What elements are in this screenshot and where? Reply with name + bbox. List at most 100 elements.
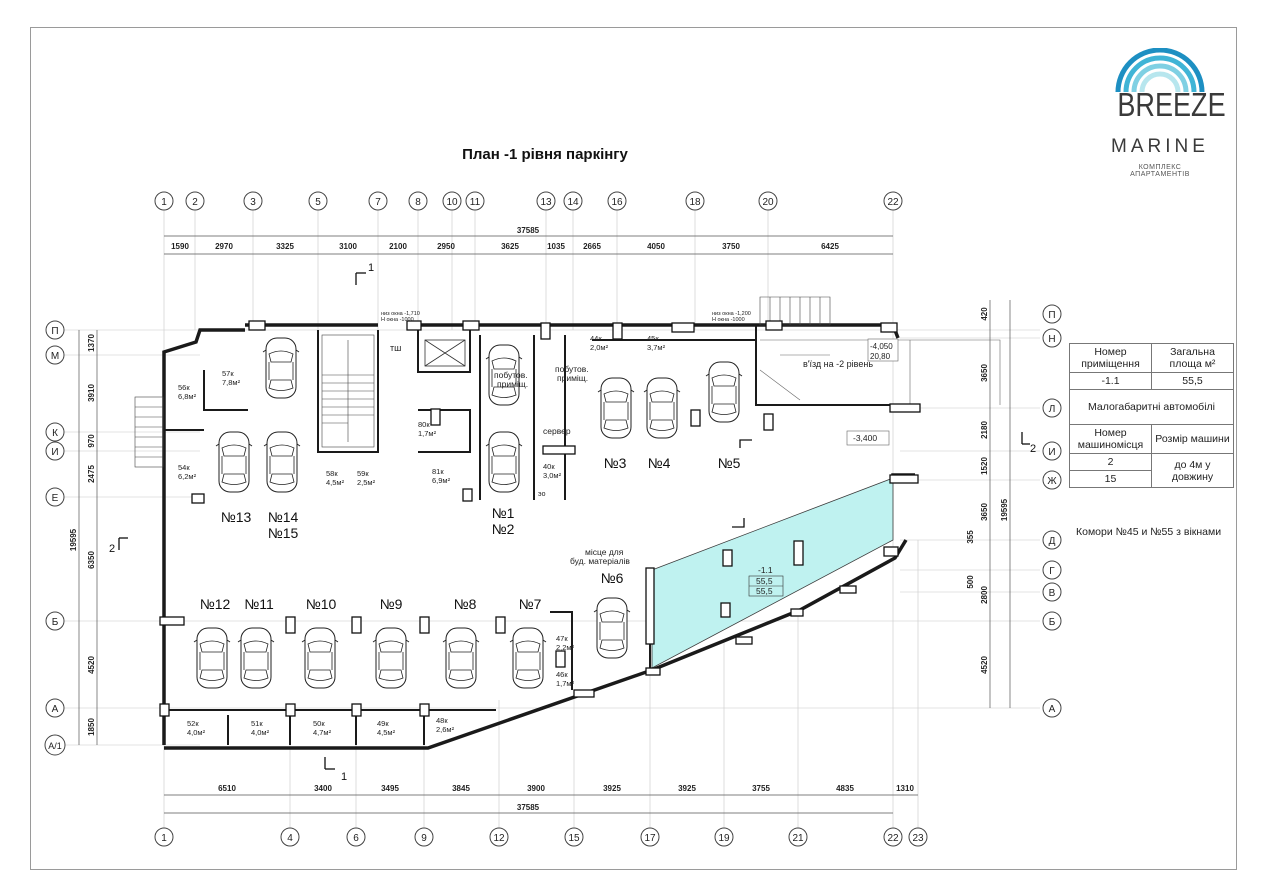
dim-bottom: 3495 <box>381 784 399 793</box>
svg-text:16: 16 <box>611 197 623 208</box>
place-label: №6 <box>601 570 624 586</box>
svg-text:4,5м²: 4,5м² <box>377 728 396 737</box>
svg-text:59к: 59к <box>357 469 369 478</box>
place-label: №2 <box>492 521 515 537</box>
svg-text:Б: Б <box>52 617 59 628</box>
svg-text:21: 21 <box>792 833 804 844</box>
svg-text:6,2м²: 6,2м² <box>178 472 197 481</box>
dim-top: 2100 <box>389 242 407 251</box>
svg-text:И: И <box>51 447 58 458</box>
car-icon <box>263 431 301 493</box>
svg-text:Н окна -1000: Н окна -1000 <box>712 317 745 323</box>
stairs <box>134 296 831 468</box>
car-icon <box>597 377 635 439</box>
svg-text:7,8м²: 7,8м² <box>222 378 241 387</box>
svg-text:4: 4 <box>287 833 293 844</box>
dim-top: 2950 <box>437 242 455 251</box>
car-icon <box>237 627 275 689</box>
dim-left: 1850 <box>87 718 96 736</box>
place-label: №4 <box>648 455 671 471</box>
car-icon <box>193 627 231 689</box>
dim-bottom: 1310 <box>896 784 914 793</box>
car-icon <box>372 627 410 689</box>
svg-text:12: 12 <box>493 833 505 844</box>
svg-text:80к: 80к <box>418 420 430 429</box>
table-cell: 55,5 <box>1151 372 1234 390</box>
svg-text:2,5м²: 2,5м² <box>357 478 376 487</box>
dim-bottom: 3845 <box>452 784 470 793</box>
svg-text:4,0м²: 4,0м² <box>251 728 270 737</box>
svg-text:9: 9 <box>421 833 427 844</box>
svg-text:6,9м²: 6,9м² <box>432 476 451 485</box>
svg-text:3,0м²: 3,0м² <box>543 471 562 480</box>
dim-top: 2665 <box>583 242 601 251</box>
place-label: №11 <box>244 596 274 612</box>
svg-text:в'їзд на -2 рівень: в'їзд на -2 рівень <box>803 359 873 369</box>
svg-text:сервер: сервер <box>543 426 571 436</box>
svg-text:1,7м²: 1,7м² <box>418 429 437 438</box>
svg-text:44к: 44к <box>590 334 602 343</box>
storage-note: Комори №45 и №55 з вікнами <box>1076 526 1222 538</box>
place-label: №1 <box>492 505 515 521</box>
axis-grid <box>64 210 1040 828</box>
dimension-lines <box>78 235 1011 814</box>
svg-text:46к: 46к <box>556 670 568 679</box>
section-mark-label: 1 <box>341 771 347 783</box>
svg-text:7: 7 <box>375 197 381 208</box>
breeze-marine-logo: BREEZE MARINE КОМПЛЕКС АПАРТАМЕНТІВ <box>1108 47 1226 178</box>
level-marks: -4,050 20,80 -3,400 <box>846 338 899 446</box>
svg-text:3,7м²: 3,7м² <box>647 343 666 352</box>
svg-text:2: 2 <box>192 197 198 208</box>
dim-bottom: 3400 <box>314 784 332 793</box>
svg-text:4,0м²: 4,0м² <box>187 728 206 737</box>
dim-left: 970 <box>87 434 96 448</box>
svg-text:48к: 48к <box>436 716 448 725</box>
section-mark-label: 2 <box>1030 443 1036 455</box>
car-icon <box>509 627 547 689</box>
svg-text:низ окна -1,200: низ окна -1,200 <box>712 311 751 317</box>
svg-text:3: 3 <box>250 197 256 208</box>
dim-left-total: 19595 <box>69 528 78 551</box>
car-icon <box>442 627 480 689</box>
svg-text:тш: тш <box>390 343 401 353</box>
svg-text:10: 10 <box>446 197 458 208</box>
dim-right-total: 19595 <box>1000 498 1009 521</box>
svg-text:приміщ.: приміщ. <box>497 379 528 389</box>
svg-text:А/1: А/1 <box>48 741 62 751</box>
svg-text:Д: Д <box>1049 536 1056 547</box>
ramp <box>759 339 1001 405</box>
svg-text:И: И <box>1048 447 1055 458</box>
car-icon <box>262 337 300 399</box>
place-label: №8 <box>454 596 477 612</box>
svg-text:40к: 40к <box>543 462 555 471</box>
svg-text:А: А <box>52 704 59 715</box>
car-icon <box>705 361 743 423</box>
place-label: №13 <box>221 509 252 525</box>
dim-bottom-total: 37585 <box>517 803 540 812</box>
dim-right: 1520 <box>980 457 989 475</box>
svg-text:2,0м²: 2,0м² <box>590 343 609 352</box>
dim-top: 2970 <box>215 242 233 251</box>
svg-text:Л: Л <box>1049 404 1056 415</box>
table-cell: до 4м у довжину <box>1151 453 1234 488</box>
svg-text:1,7м²: 1,7м² <box>556 679 575 688</box>
place-label: №10 <box>306 596 337 612</box>
lift-shaft <box>424 339 466 367</box>
table-header: Загальна площа м² <box>1151 343 1234 373</box>
svg-text:49к: 49к <box>377 719 389 728</box>
dim-left: 4520 <box>87 656 96 674</box>
svg-text:эо: эо <box>538 491 546 498</box>
svg-text:2,6м²: 2,6м² <box>436 725 455 734</box>
dim-top: 3625 <box>501 242 519 251</box>
svg-text:П: П <box>51 326 58 337</box>
unit-label: -1.1 55,5 55,5 <box>748 565 784 597</box>
svg-text:-1.1: -1.1 <box>758 565 773 575</box>
dim-bottom: 3925 <box>678 784 696 793</box>
dim-left: 6350 <box>87 551 96 569</box>
inner-walls <box>164 325 890 745</box>
dim-top: 6425 <box>821 242 839 251</box>
dim-bottom: 6510 <box>218 784 236 793</box>
svg-text:55,5: 55,5 <box>756 576 773 586</box>
room-labels: тш побутов. приміщ. побутов. приміщ. сер… <box>381 311 873 566</box>
